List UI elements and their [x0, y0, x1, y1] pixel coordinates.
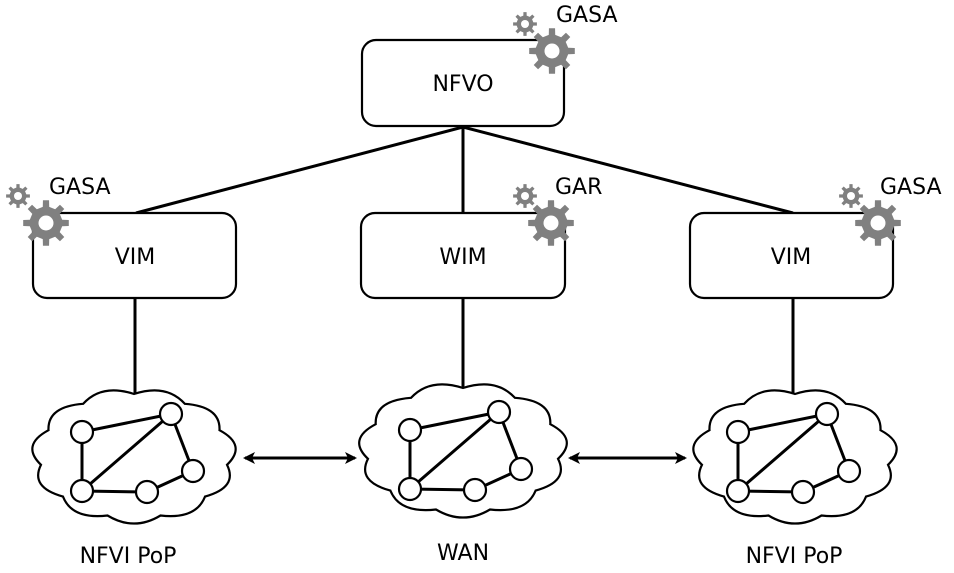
cloud-center-graph-node	[397, 476, 423, 502]
wim-label: WIM	[439, 245, 486, 270]
cloud-center-graph-node	[462, 477, 488, 503]
cloud-center-shape	[358, 383, 568, 519]
vim-right-gear-label: GASA	[880, 175, 942, 200]
cloud-left-label: NFVI PoP	[80, 544, 177, 569]
cloud-center-graph-node	[486, 399, 512, 425]
cloud-right-graph-edge	[737, 412, 828, 434]
cloud-right-graph-node	[725, 419, 751, 445]
cloud-left	[31, 389, 237, 525]
cloud-right-graph-edge	[737, 412, 828, 493]
vim-right-gear-icon	[839, 184, 901, 246]
cloud-left-graph-node	[69, 419, 95, 445]
cloud-left-graph-node	[158, 401, 184, 427]
cloud-left-graph-node	[180, 458, 206, 484]
link-nfvo-vim-left	[135, 125, 464, 215]
wim-node: WIM	[359, 211, 567, 300]
cloud-right-graph-node	[836, 458, 862, 484]
cloud-right-graph-node	[725, 478, 751, 504]
cloud-left-graph-node	[134, 479, 160, 505]
wim-gear-icon	[513, 184, 574, 246]
cloud-center-graph-edge	[409, 410, 500, 432]
link-nfvo-vim-right	[462, 125, 794, 215]
gear-icons	[6, 12, 901, 246]
vim-left-node: VIM	[31, 211, 238, 300]
connector-lines	[133, 125, 795, 393]
cloud-right-graph-node	[814, 401, 840, 427]
cloud-left-graph-edge	[81, 412, 172, 434]
vim-right-node: VIM	[688, 211, 895, 300]
vim-left-label: VIM	[115, 245, 156, 270]
cloud-left-graph-node	[69, 478, 95, 504]
cloud-center-label: WAN	[437, 541, 489, 566]
nfvo-node: NFVO	[360, 38, 566, 128]
cloud-center-graph-node	[397, 417, 423, 443]
vim-left-gear-label: GASA	[49, 175, 111, 200]
cloud-right-label: NFVI PoP	[746, 544, 843, 569]
vim-left-gear-icon	[6, 184, 69, 246]
cloud-center	[358, 383, 568, 519]
cloud-center-graph-node	[508, 456, 534, 482]
network-clouds	[31, 383, 898, 525]
nfvo-label: NFVO	[432, 72, 493, 97]
cloud-center-graph-edge	[409, 410, 500, 491]
cloud-right-graph-node	[790, 479, 816, 505]
cloud-right-shape	[692, 389, 898, 525]
nfvo-gear-icon	[513, 12, 575, 74]
cloud-left-shape	[31, 389, 237, 525]
nfvo-gear-label: GASA	[556, 3, 618, 28]
cloud-left-graph-edge	[81, 412, 172, 493]
wim-gear-label: GAR	[555, 175, 602, 200]
vim-right-label: VIM	[771, 245, 812, 270]
cloud-right	[692, 389, 898, 525]
